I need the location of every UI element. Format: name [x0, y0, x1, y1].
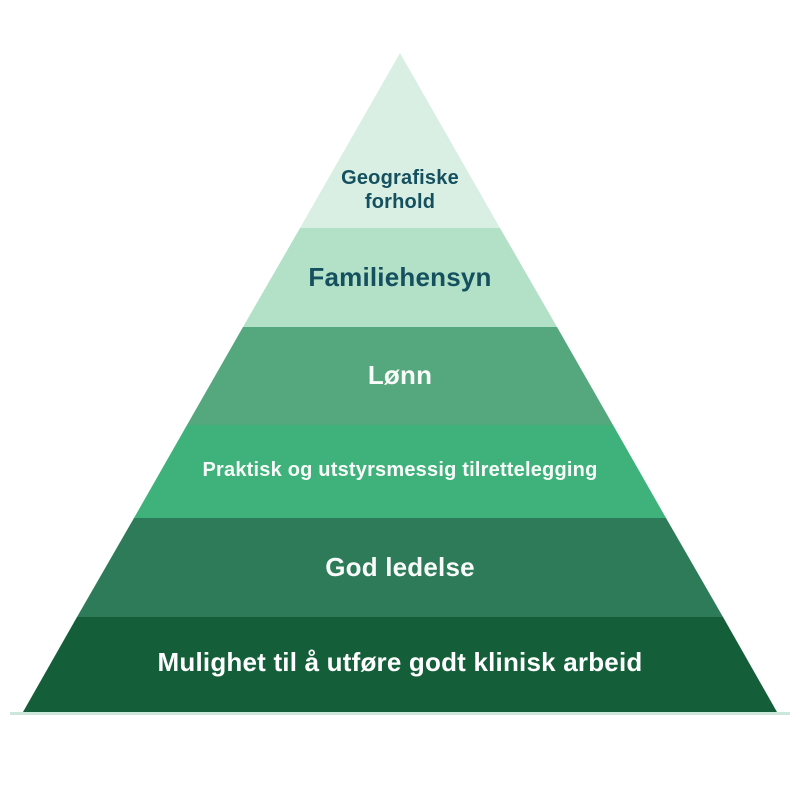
pyramid-level-shape-praktisk-tilrettelegging: [134, 425, 666, 518]
pyramid-level-shape-god-ledelse: [77, 518, 723, 617]
pyramid-level-shape-lonn: [187, 327, 613, 425]
pyramid-level-shape-geografiske-forhold: [300, 53, 500, 228]
pyramid-level-label-lonn: Lønn: [367, 360, 433, 390]
pyramid-level-label-klinisk-arbeid: Mulighet til å utføre godt klinisk arbei…: [157, 647, 643, 677]
pyramid-level-label-familiehensyn: Familiehensyn: [308, 262, 492, 292]
pyramid-level-label-praktisk-tilrettelegging: Praktisk og utstyrsmessig tilretteleggin…: [202, 459, 598, 481]
pyramid-base-line: [10, 712, 790, 715]
pyramid-level-shape-klinisk-arbeid: [23, 617, 777, 712]
pyramid-level-label-geografiske-forhold: Geografiske forhold: [341, 167, 459, 213]
pyramid-level-label-god-ledelse: God ledelse: [325, 552, 475, 582]
pyramid-level-shape-familiehensyn: [243, 228, 557, 327]
